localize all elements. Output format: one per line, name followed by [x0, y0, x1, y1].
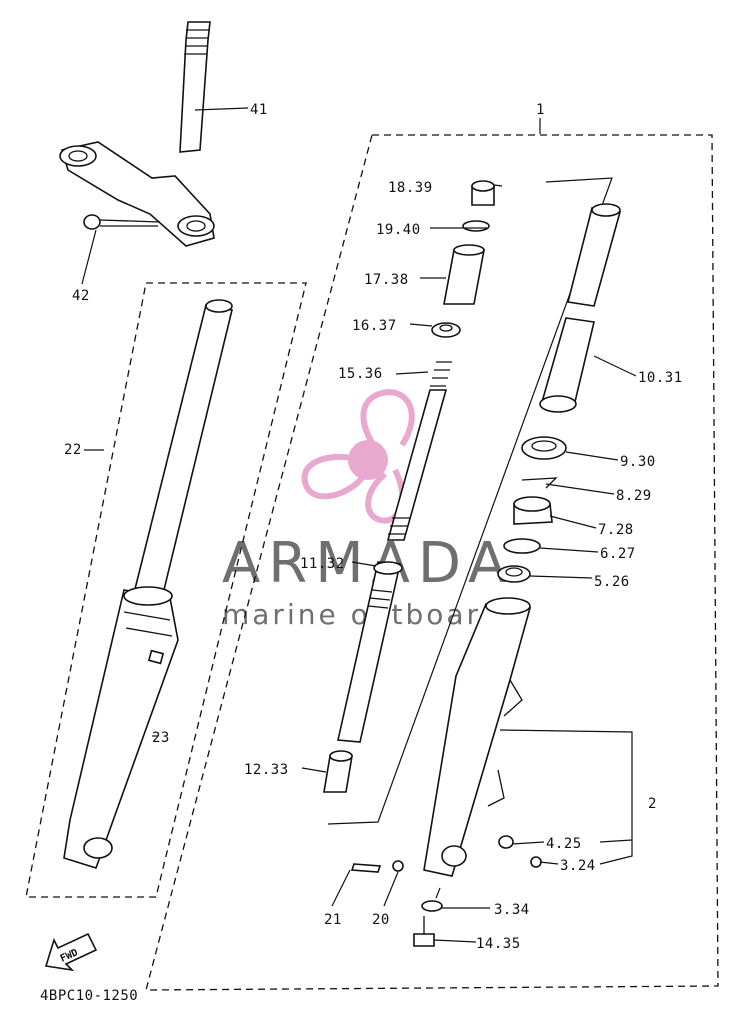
inner-tube-lower [539, 317, 595, 413]
left-fork-assembly [63, 299, 233, 869]
leader-lines [81, 107, 637, 943]
callout-12-33: 12.33 [244, 762, 289, 778]
forward-arrow-icon: FWD [44, 932, 98, 972]
drain-bolt [530, 856, 542, 868]
steering-stem [59, 21, 215, 247]
callout-18-39: 18.39 [388, 180, 433, 196]
spacer-tube [443, 244, 485, 305]
base-washer [392, 860, 404, 872]
cap-bolt [471, 180, 495, 206]
callout-16-37: 16.37 [352, 318, 397, 334]
outer-tube [423, 597, 532, 877]
callout-6-27: 6.27 [600, 546, 636, 562]
brand-name: ARMADA [222, 531, 514, 596]
callout-2: 2 [648, 796, 657, 812]
fork-spring [386, 361, 452, 541]
damper-rod [337, 561, 403, 743]
callout-10-31: 10.31 [638, 370, 683, 386]
callout-41: 41 [250, 102, 268, 118]
oil-seal [513, 496, 553, 525]
dust-seal [521, 436, 567, 460]
callout-7-28: 7.28 [598, 522, 634, 538]
washer [503, 538, 541, 554]
callout-42: 42 [72, 288, 90, 304]
callout-1: 1 [536, 102, 545, 118]
callout-14-35: 14.35 [476, 936, 521, 952]
callout-9-30: 9.30 [620, 454, 656, 470]
inner-tube [567, 203, 622, 307]
callout-3-24: 3.24 [560, 858, 596, 874]
damper-rod-bolt [413, 916, 435, 947]
callout-15-36: 15.36 [338, 366, 383, 382]
o-ring [462, 220, 490, 232]
slide-metal [497, 565, 531, 583]
callout-5-26: 5.26 [594, 574, 630, 590]
callout-17-38: 17.38 [364, 272, 409, 288]
callout-19-40: 19.40 [376, 222, 421, 238]
spring-seat [431, 322, 461, 338]
copper-washer [421, 900, 443, 912]
armada-watermark: ARMADA marine outboard [222, 388, 514, 631]
assembly-group-1-boundary [145, 134, 719, 991]
drain-washer [498, 835, 514, 849]
brand-tagline: marine outboard [222, 598, 501, 631]
callout-11-32: 11.32 [300, 556, 345, 572]
callout-20: 20 [372, 912, 390, 928]
callout-22: 22 [64, 442, 82, 458]
pinch-bolt [83, 214, 161, 230]
callout-21: 21 [324, 912, 342, 928]
callout-8-29: 8.29 [616, 488, 652, 504]
assembly-group-22-boundary [25, 282, 307, 898]
callout-4-25: 4.25 [546, 836, 582, 852]
retaining-clip [521, 477, 558, 489]
callout-3-34: 3.34 [494, 902, 530, 918]
axle-pinch-bolt [350, 863, 382, 873]
callout-23: 23 [152, 730, 170, 746]
propeller-hub-icon [348, 440, 388, 480]
inner-group-bracket [327, 177, 613, 825]
diagram-code: 4BPC10-1250 [40, 988, 138, 1004]
oil-lock-piece [323, 750, 353, 793]
